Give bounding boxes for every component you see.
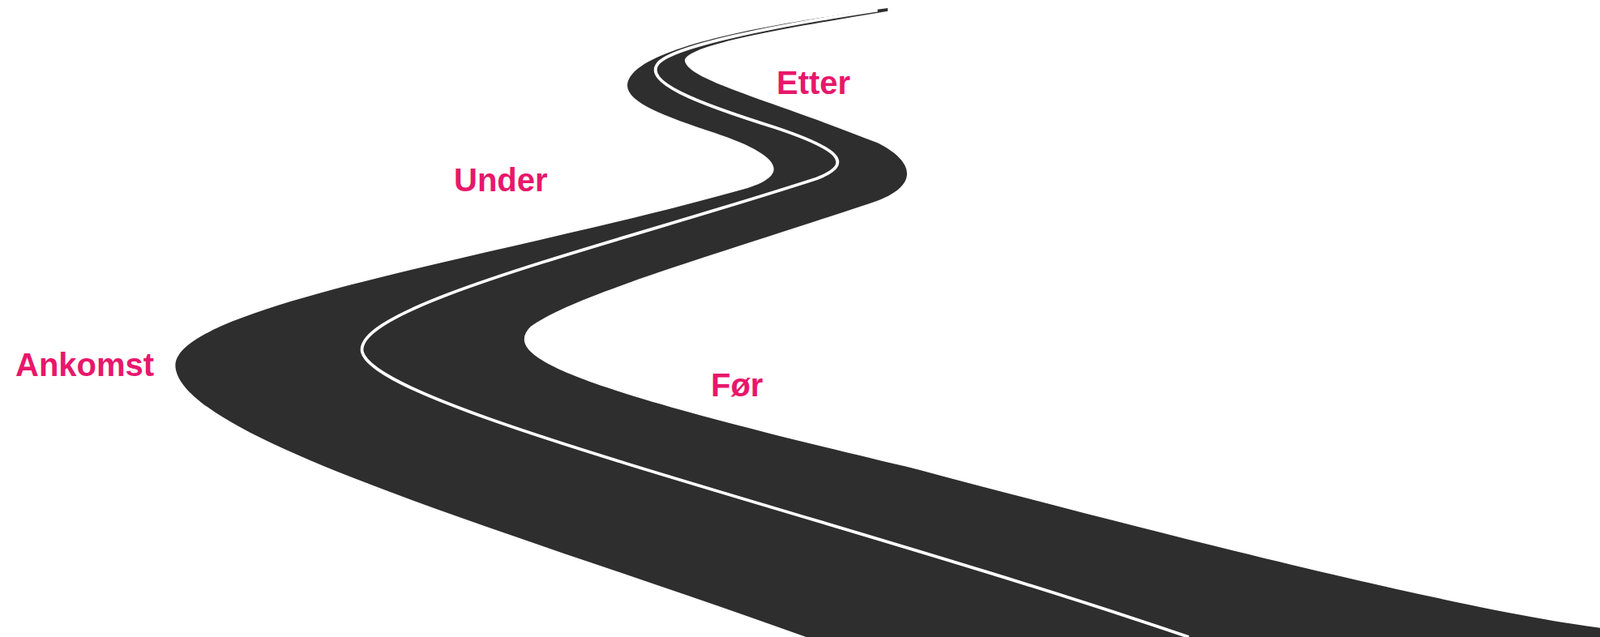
stage-label: Før [710, 368, 763, 402]
road-surface [175, 8, 1600, 637]
stage-label: Etter [776, 66, 851, 99]
road-center-line [362, 10, 1190, 637]
stage-label: Ankomst [15, 348, 155, 381]
stage-label: Under [453, 163, 548, 197]
